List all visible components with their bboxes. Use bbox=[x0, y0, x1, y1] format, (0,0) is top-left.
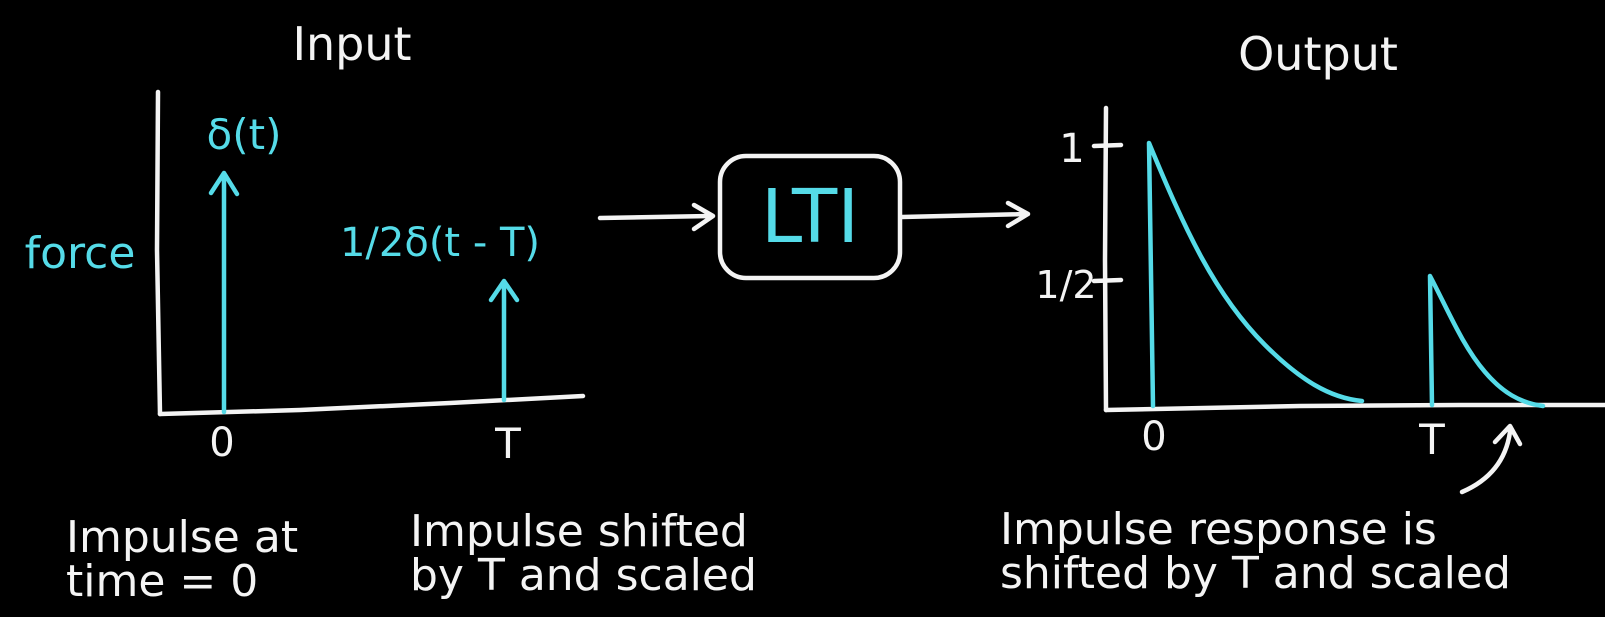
impulse-response-zero bbox=[1146, 140, 1365, 409]
input-tick-T: T bbox=[494, 419, 521, 468]
pointer-arrow bbox=[1459, 423, 1523, 495]
input-caption-right-line1: Impulse shifted bbox=[410, 506, 748, 557]
impulse-arrow-zero bbox=[208, 170, 240, 415]
output-tick-zero: 0 bbox=[1141, 414, 1166, 460]
output-title: Output bbox=[1238, 27, 1398, 81]
output-caption-line2: shifted by T and scaled bbox=[1000, 548, 1511, 599]
output-y-axis bbox=[1102, 105, 1109, 413]
input-caption-left-line2: time = 0 bbox=[66, 556, 258, 607]
arrow-out-of-system bbox=[899, 200, 1031, 229]
input-title: Input bbox=[292, 17, 411, 71]
output-tick-mark-half bbox=[1091, 277, 1124, 284]
arrow-into-system bbox=[597, 202, 716, 232]
input-y-axis-label: force bbox=[25, 228, 136, 279]
impulse-arrow-T bbox=[488, 278, 520, 403]
output-tick-T: T bbox=[1418, 415, 1445, 464]
lti-label: LTI bbox=[761, 174, 859, 260]
output-x-axis bbox=[1103, 402, 1605, 413]
input-caption-left-line1: Impulse at bbox=[66, 512, 298, 563]
output-tick-mark-one bbox=[1091, 142, 1124, 149]
input-tick-zero: 0 bbox=[209, 420, 234, 466]
impulse-response-T bbox=[1427, 273, 1546, 409]
output-caption-line1: Impulse response is bbox=[1000, 504, 1437, 555]
input-caption-right-line2: by T and scaled bbox=[410, 550, 757, 601]
input-x-axis bbox=[157, 393, 586, 417]
impulse-label-scaled-shifted: 1/2δ(t - T) bbox=[340, 220, 540, 266]
output-tick-half: 1/2 bbox=[1035, 263, 1096, 307]
input-y-axis bbox=[154, 89, 163, 417]
impulse-label-delta: δ(t) bbox=[207, 110, 282, 159]
output-tick-one: 1 bbox=[1059, 126, 1084, 172]
